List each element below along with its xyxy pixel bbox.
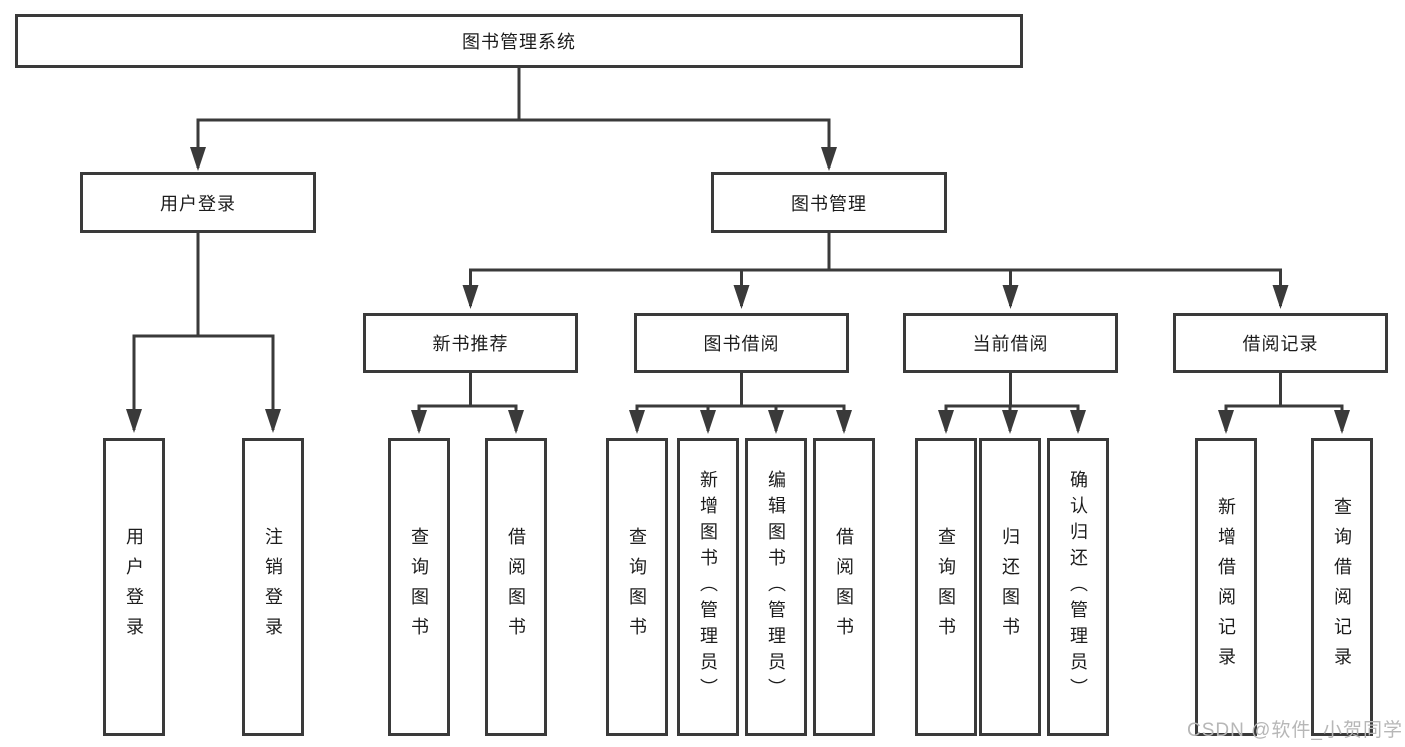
node-book-borrowing: 图书借阅 bbox=[634, 313, 849, 373]
leaf-query-borrow-record-label: 查询借阅记录 bbox=[1332, 497, 1352, 677]
leaf-query-books-recommend-label: 查询图书 bbox=[409, 527, 429, 647]
leaf-query-books-borrowing: 查询图书 bbox=[606, 438, 668, 736]
leaf-borrow-books-borrowing-label: 借阅图书 bbox=[834, 527, 854, 647]
leaf-query-books-current-label: 查询图书 bbox=[936, 527, 956, 647]
node-current-borrowing: 当前借阅 bbox=[903, 313, 1118, 373]
leaf-query-borrow-record: 查询借阅记录 bbox=[1311, 438, 1373, 736]
node-root-label: 图书管理系统 bbox=[462, 32, 576, 52]
leaf-confirm-return-admin: 确认归还（管理员） bbox=[1047, 438, 1109, 736]
watermark: CSDN @软件_小贺同学 bbox=[1187, 720, 1403, 741]
leaf-add-borrow-record-label: 新增借阅记录 bbox=[1216, 497, 1236, 677]
node-new-book-recommend-label: 新书推荐 bbox=[432, 334, 509, 354]
leaf-add-book-admin: 新增图书（管理员） bbox=[677, 438, 739, 736]
node-user-login-branch-label: 用户登录 bbox=[160, 193, 236, 214]
node-book-borrowing-label: 图书借阅 bbox=[703, 334, 780, 354]
leaf-logout-label: 注销登录 bbox=[263, 527, 283, 647]
node-current-borrowing-label: 当前借阅 bbox=[972, 334, 1049, 354]
leaf-user-login: 用户登录 bbox=[103, 438, 165, 736]
node-new-book-recommend: 新书推荐 bbox=[363, 313, 578, 373]
node-book-management: 图书管理 bbox=[711, 172, 947, 233]
leaf-return-book: 归还图书 bbox=[979, 438, 1041, 736]
leaf-query-books-current: 查询图书 bbox=[915, 438, 977, 736]
leaf-borrow-books-borrowing: 借阅图书 bbox=[813, 438, 875, 736]
node-book-management-label: 图书管理 bbox=[791, 193, 867, 214]
leaf-query-books-recommend: 查询图书 bbox=[388, 438, 450, 736]
leaf-confirm-return-admin-label: 确认归还（管理员） bbox=[1068, 470, 1088, 704]
leaf-borrow-books-recommend: 借阅图书 bbox=[485, 438, 547, 736]
leaf-user-login-label: 用户登录 bbox=[124, 527, 144, 647]
node-borrow-records: 借阅记录 bbox=[1173, 313, 1388, 373]
leaf-borrow-books-recommend-label: 借阅图书 bbox=[506, 527, 526, 647]
leaf-add-book-admin-label: 新增图书（管理员） bbox=[698, 470, 718, 704]
leaf-edit-book-admin-label: 编辑图书（管理员） bbox=[766, 470, 786, 704]
leaf-logout: 注销登录 bbox=[242, 438, 304, 736]
leaf-edit-book-admin: 编辑图书（管理员） bbox=[745, 438, 807, 736]
node-user-login-branch: 用户登录 bbox=[80, 172, 316, 233]
node-root: 图书管理系统 bbox=[15, 14, 1023, 68]
leaf-query-books-borrowing-label: 查询图书 bbox=[627, 527, 647, 647]
leaf-return-book-label: 归还图书 bbox=[1000, 527, 1020, 647]
leaf-add-borrow-record: 新增借阅记录 bbox=[1195, 438, 1257, 736]
node-borrow-records-label: 借阅记录 bbox=[1242, 334, 1319, 354]
